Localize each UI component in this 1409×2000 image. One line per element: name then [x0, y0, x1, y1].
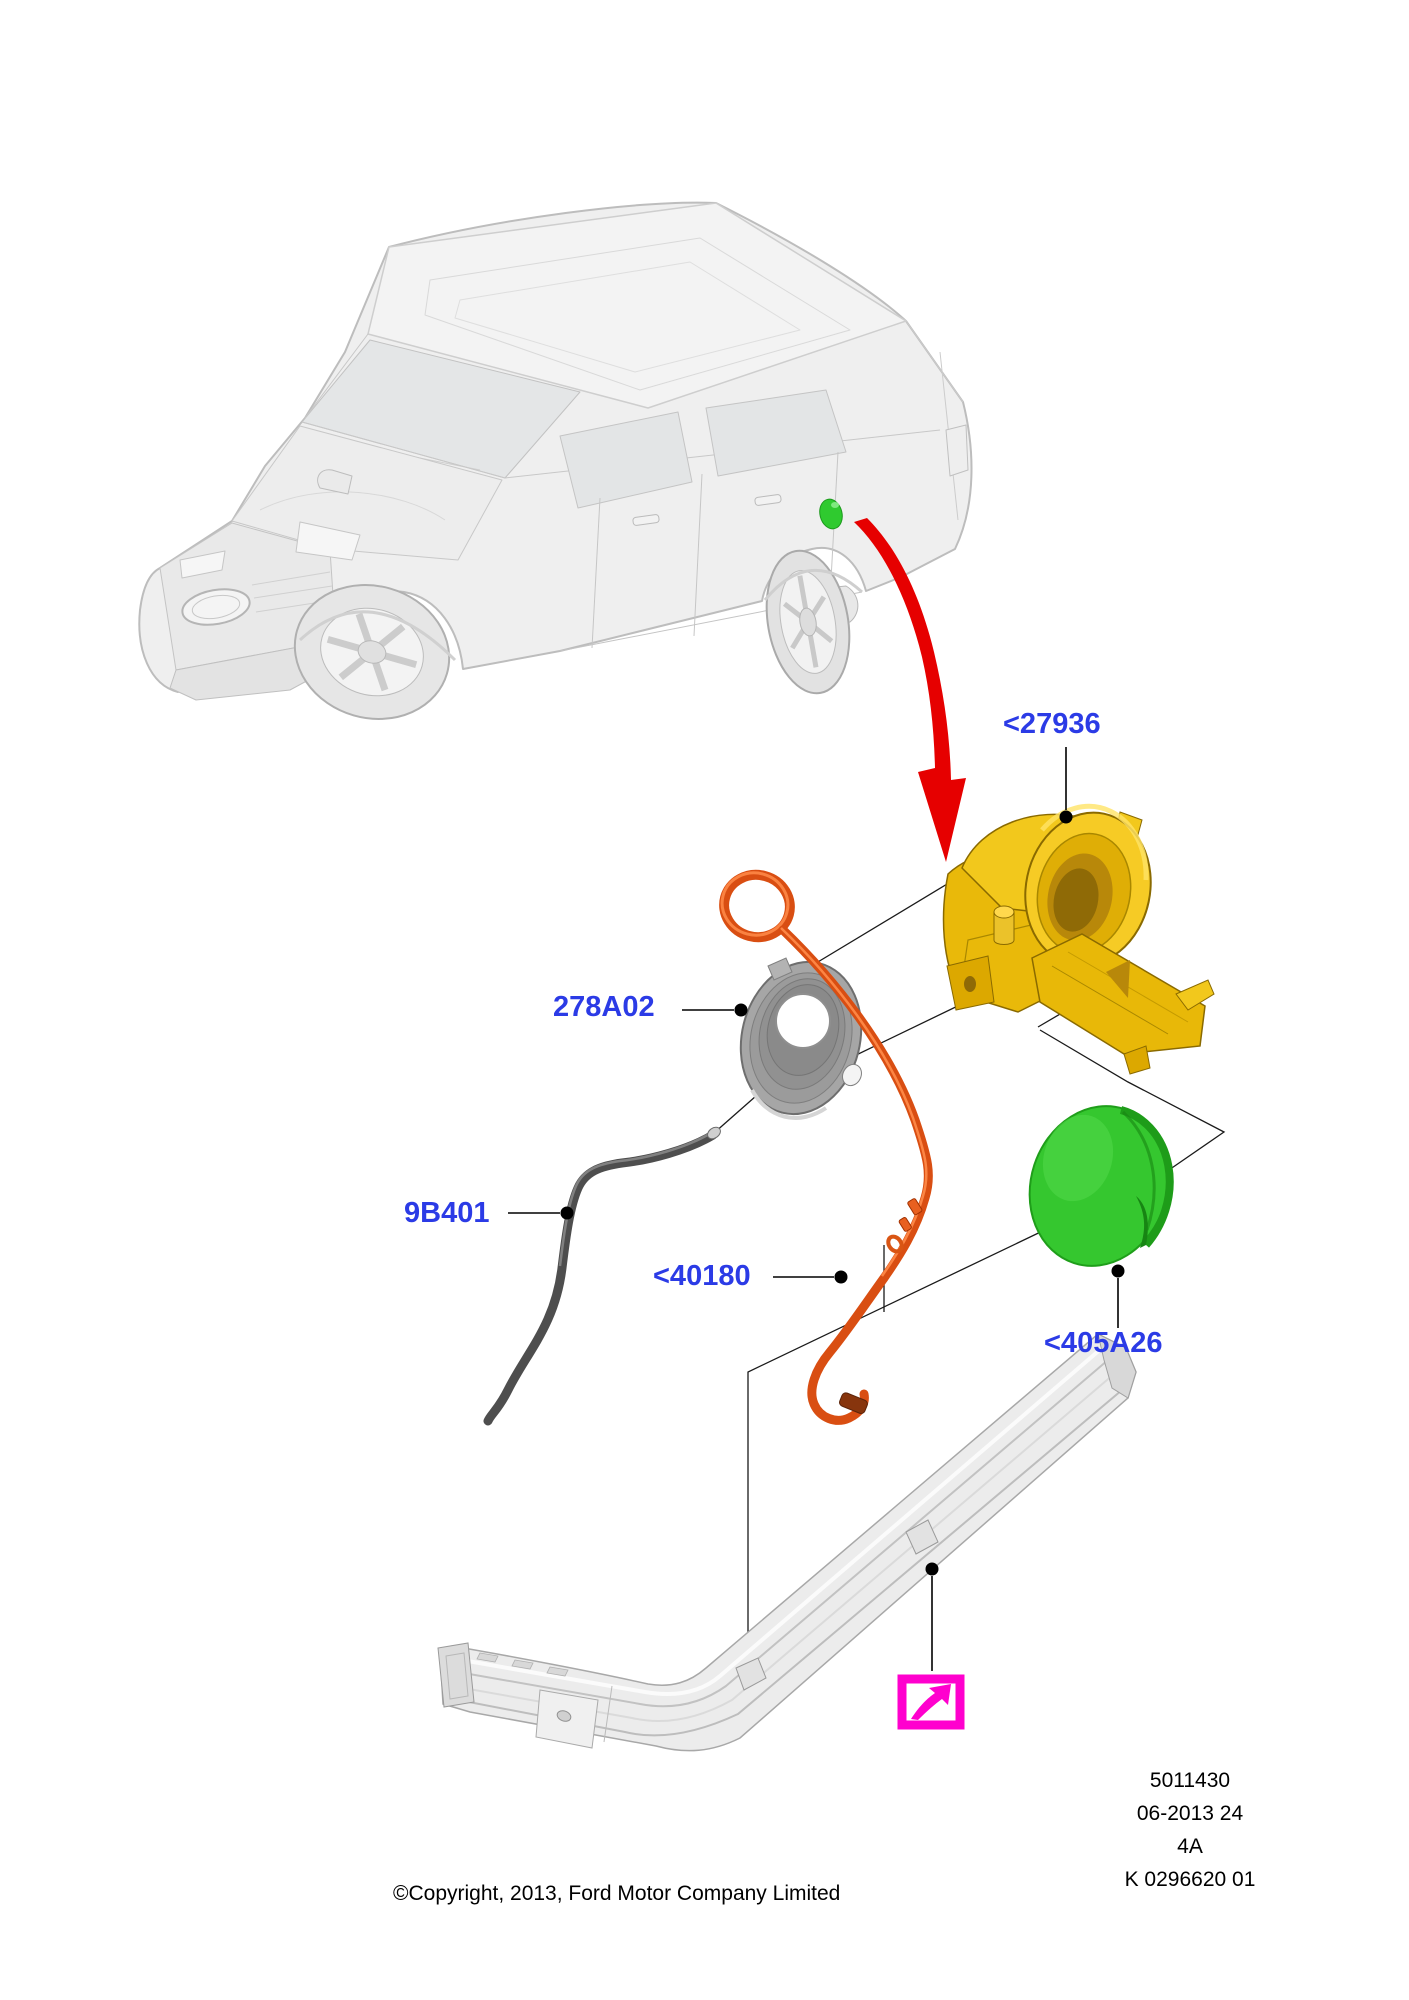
rail-clip [905, 1519, 939, 1555]
leader-dot [560, 1206, 574, 1220]
part-release-cable[interactable] [715, 866, 933, 1425]
info-line-2: 06-2013 24 [1136, 1802, 1244, 1825]
nav-arrow-icon [911, 1684, 951, 1720]
rear-wheel [765, 549, 851, 695]
leader-dot [1111, 1264, 1125, 1278]
leader-dot [834, 1270, 848, 1284]
part-vent-tube [483, 1126, 721, 1426]
part-label-27936[interactable]: <27936 [1003, 708, 1101, 740]
part-fuel-filler-housing[interactable] [942, 801, 1215, 1075]
red-zoom-arrow-icon [854, 518, 966, 862]
leader-dot [1059, 810, 1073, 824]
part-label-405A26[interactable]: <405A26 [1044, 1327, 1163, 1359]
rail-clip [735, 1657, 767, 1691]
drawing-info-block: 5011430 06-2013 24 4A K 0296620 01 [1045, 1764, 1335, 1896]
leader-dot [925, 1562, 939, 1576]
leader-lines [508, 747, 1125, 1671]
leader-dot [734, 1003, 748, 1017]
part-label-40180[interactable]: <40180 [653, 1260, 751, 1292]
part-label-278A02[interactable]: 278A02 [553, 991, 655, 1023]
part-sill-rail [437, 1333, 1137, 1752]
info-line-1: 5011430 [1149, 1769, 1231, 1792]
vehicle-overview-art [138, 201, 973, 720]
copyright-notice: ©Copyright, 2013, Ford Motor Company Lim… [393, 1882, 841, 1905]
ford-oval-badge [181, 588, 251, 626]
part-seal-grommet [739, 957, 863, 1120]
next-diagram-arrow-button[interactable] [897, 1674, 965, 1730]
part-fuel-filler-door[interactable] [1009, 1088, 1188, 1284]
info-line-3: 4A [1177, 1835, 1203, 1858]
part-label-9B401[interactable]: 9B401 [404, 1197, 490, 1229]
info-line-4: K 0296620 01 [1124, 1868, 1256, 1891]
